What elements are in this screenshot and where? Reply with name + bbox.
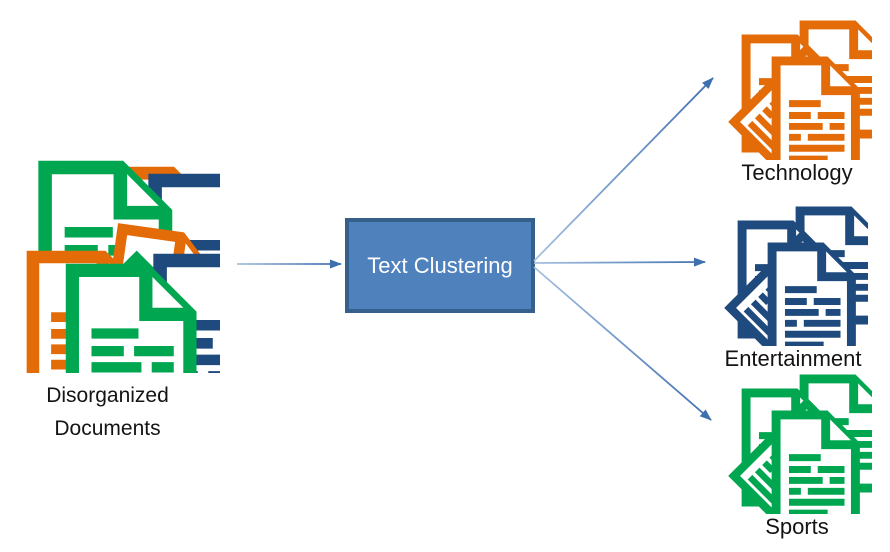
cluster-sports: Sports [722, 374, 872, 540]
document-icon [772, 247, 851, 346]
document-icon [776, 61, 855, 160]
text-clustering-label: Text Clustering [367, 252, 513, 278]
cluster-technology: Technology [722, 20, 872, 186]
arrow-to-sports [533, 266, 712, 421]
technology-documents-stack [722, 20, 872, 160]
disorganized-documents-label: Disorganized Documents [46, 384, 169, 440]
arrow-to-technology [533, 77, 714, 262]
sports-label: Sports [765, 514, 829, 539]
document-icon [776, 415, 855, 514]
cluster-entertainment: Entertainment [718, 206, 868, 372]
disorganized-documents-pile [5, 158, 220, 373]
text-clustering-box: Text Clustering [345, 218, 535, 313]
entertainment-documents-stack [718, 206, 868, 346]
sports-documents-stack [722, 374, 872, 514]
entertainment-label: Entertainment [724, 346, 862, 371]
technology-label: Technology [741, 160, 853, 185]
arrow-to-entertainment [533, 257, 706, 267]
